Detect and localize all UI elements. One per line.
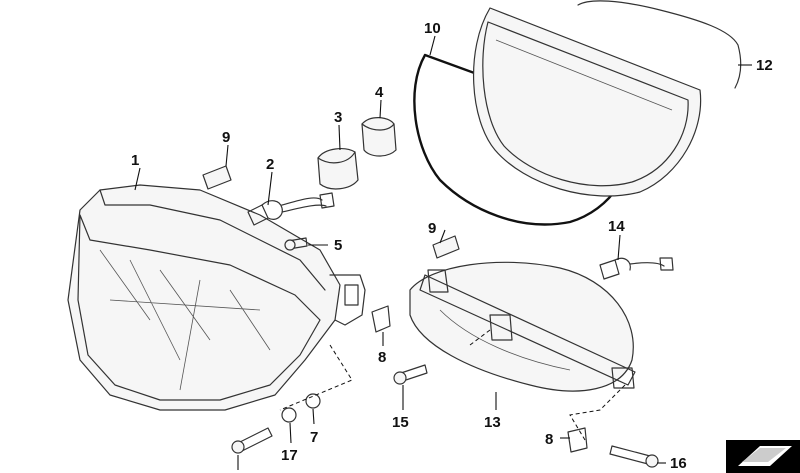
clip-upper <box>371 305 391 333</box>
clip-lower <box>567 427 588 453</box>
callout-9-lower: 9 <box>428 220 436 237</box>
callout-3: 3 <box>334 109 342 126</box>
screw-6 <box>231 427 273 454</box>
callout-10: 10 <box>424 20 441 37</box>
lower-lamp <box>409 261 636 392</box>
screw-15 <box>393 364 428 385</box>
leader-lines <box>134 35 752 470</box>
small-bulb-lower <box>432 235 460 259</box>
callout-7: 7 <box>310 429 318 446</box>
callout-12: 12 <box>756 57 773 74</box>
callout-16: 16 <box>670 455 687 472</box>
wire-spring <box>577 0 742 89</box>
callout-8-lower: 8 <box>545 431 553 448</box>
glass-cover <box>472 7 702 197</box>
screw-5 <box>284 237 308 251</box>
callout-9-upper: 9 <box>222 129 230 146</box>
catalog-thumbnail-icon <box>726 440 800 473</box>
bulb-connector <box>247 192 335 226</box>
callout-4: 4 <box>375 84 384 101</box>
callout-1: 1 <box>131 152 139 169</box>
callout-2: 2 <box>266 156 274 173</box>
callout-8-upper: 8 <box>378 349 386 366</box>
washer-17 <box>281 407 297 423</box>
bulb-socket-3 <box>317 148 359 190</box>
screw-16 <box>609 445 659 468</box>
callout-labels: 1 9 2 3 4 5 10 12 9 14 8 15 13 8 16 17 7… <box>131 20 773 473</box>
bulb-socket-4 <box>361 117 397 157</box>
callout-5: 5 <box>334 237 342 254</box>
callout-13: 13 <box>484 414 501 431</box>
small-bulb-upper <box>202 165 232 190</box>
callout-17: 17 <box>281 447 298 464</box>
callout-14: 14 <box>608 218 625 235</box>
headlight-housing <box>67 184 366 411</box>
bulb-wire <box>599 257 674 280</box>
washer-7 <box>305 393 321 409</box>
callout-15: 15 <box>392 414 409 431</box>
